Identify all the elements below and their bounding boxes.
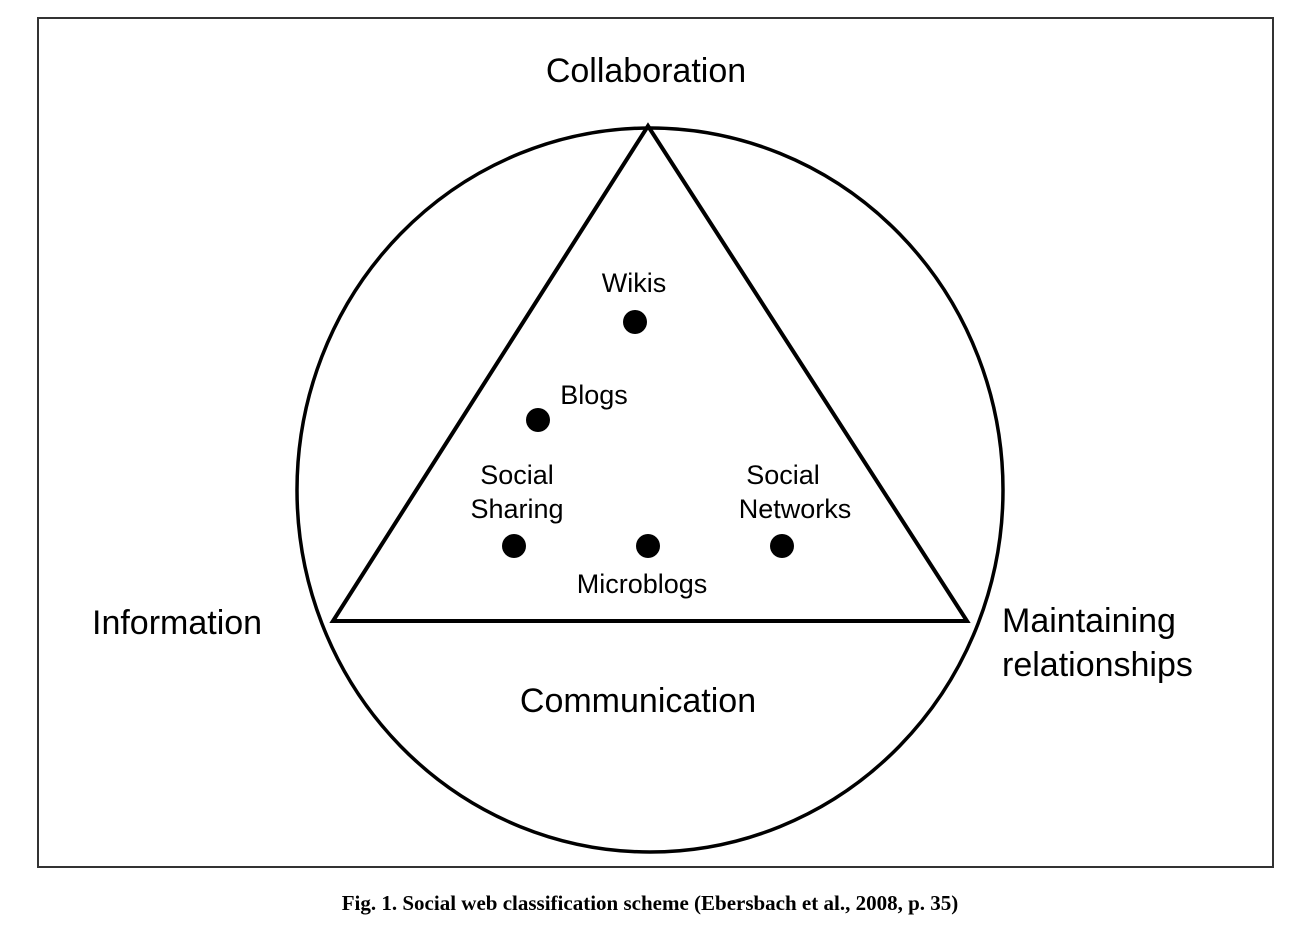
label-social-sharing-2: Sharing <box>470 494 563 524</box>
label-collaboration: Collaboration <box>546 52 746 90</box>
label-wikis: Wikis <box>602 268 666 298</box>
label-social-sharing-1: Social <box>480 460 554 490</box>
label-social-networks-2: Networks <box>739 494 852 524</box>
label-relationships: relationships <box>1002 646 1193 684</box>
dot-social-networks <box>770 534 794 558</box>
dot-blogs <box>526 408 550 432</box>
dot-microblogs <box>636 534 660 558</box>
outer-circle <box>295 126 1005 854</box>
label-social-networks-1: Social <box>746 460 820 490</box>
label-blogs: Blogs <box>560 380 628 410</box>
triangle <box>329 122 971 623</box>
figure-caption: Fig. 1. Social web classification scheme… <box>342 891 959 915</box>
label-information: Information <box>92 604 262 642</box>
label-maintaining: Maintaining <box>1002 602 1176 640</box>
label-microblogs: Microblogs <box>577 569 708 599</box>
label-communication: Communication <box>520 682 756 720</box>
dot-wikis <box>623 310 647 334</box>
figure-frame <box>37 17 1274 868</box>
dot-social-sharing <box>502 534 526 558</box>
